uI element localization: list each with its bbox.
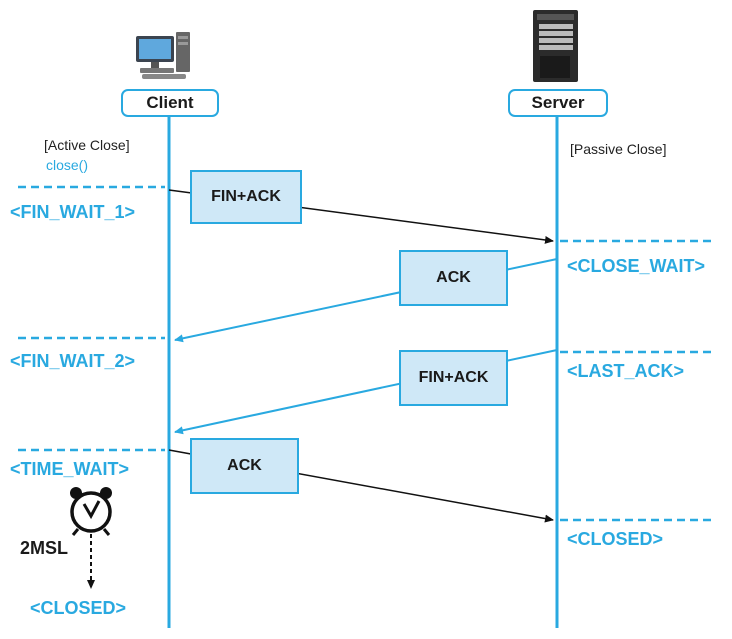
server-tower-icon [533,10,578,82]
client-state-fin-wait-2: <FIN_WAIT_2> [10,351,136,371]
ack-box-2: ACK [190,438,299,494]
client-label: Client [121,89,219,117]
passive-close-note: [Passive Close] [570,141,667,157]
server-label: Server [508,89,608,117]
client-state-fin-wait-1: <FIN_WAIT_1> [10,202,136,222]
close-call-note: close() [46,157,89,173]
client-state-closed: <CLOSED> [30,598,127,618]
server-state-closed: <CLOSED> [567,529,664,549]
alarm-clock-icon [70,487,112,536]
ack-box-1: ACK [399,250,508,306]
timer-label: 2MSL [20,538,69,558]
client-state-time-wait: <TIME_WAIT> [10,459,130,479]
state-separators [18,185,712,522]
fin-ack-box-1: FIN+ACK [190,170,302,224]
active-close-note: [Active Close] [44,137,130,153]
server-state-last-ack: <LAST_ACK> [567,361,685,381]
server-state-close-wait: <CLOSE_WAIT> [567,256,706,276]
fin-ack-box-2: FIN+ACK [399,350,508,406]
desktop-computer-icon [136,32,190,79]
